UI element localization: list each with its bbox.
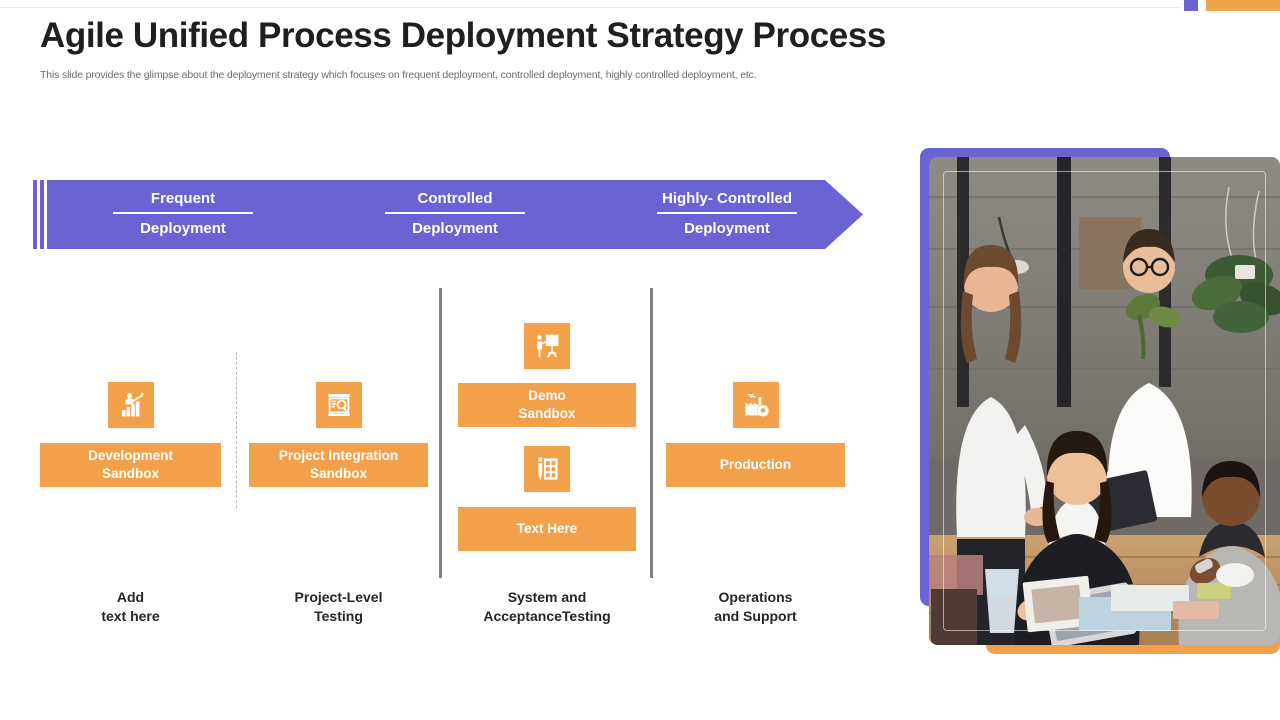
stage-footer-development-sandbox: Add text here xyxy=(40,588,221,626)
stage-bar-demo-sandbox[interactable]: Demo Sandbox xyxy=(458,383,636,427)
stage-bar-project-integration-sandbox[interactable]: Project Integration Sandbox xyxy=(249,443,428,487)
banner-segment-line1: Controlled xyxy=(417,189,493,207)
factory-gear-icon xyxy=(732,382,779,428)
presentation-board-icon xyxy=(524,323,570,369)
stage-footer-production: Operations and Support xyxy=(666,588,845,626)
column-divider-solid-right xyxy=(650,288,653,578)
stage-footer-line-2: text here xyxy=(101,608,160,624)
stage-demo-sandbox[interactable]: Demo Sandbox Text Here System and Accept… xyxy=(458,323,636,624)
stage-bar-line-2: Sandbox xyxy=(518,406,576,421)
person-bar-chart-icon xyxy=(107,382,154,428)
stage-bar-line-1: Demo xyxy=(528,388,566,403)
banner-segment-highly-controlled[interactable]: Highly- Controlled Deployment xyxy=(591,180,863,249)
purple-accent-square xyxy=(1184,0,1198,11)
stage-bar-line-1: Project Integration xyxy=(278,448,399,463)
photo-block xyxy=(920,148,1280,654)
top-accent-bar xyxy=(0,0,1280,11)
banner-segment-rule xyxy=(113,212,253,214)
banner-segment-line2: Deployment xyxy=(684,219,770,237)
column-divider-solid-left xyxy=(439,288,442,578)
page-title: Agile Unified Process Deployment Strateg… xyxy=(40,16,886,55)
stage-bar-line-1: Production xyxy=(719,457,792,472)
header-hairline xyxy=(0,7,1180,8)
banner-segment-line2: Deployment xyxy=(140,219,226,237)
stage-development-sandbox[interactable]: Development Sandbox Add text here xyxy=(40,382,221,624)
banner-segment-controlled[interactable]: Controlled Deployment xyxy=(319,180,591,249)
stage-production[interactable]: Production Operations and Support xyxy=(666,382,845,624)
deployment-strategy-banner: Frequent Deployment Controlled Deploymen… xyxy=(33,180,863,249)
banner-segment-line2: Deployment xyxy=(412,219,498,237)
stage-bar-line-2: Sandbox xyxy=(101,466,159,481)
page-subtitle: This slide provides the glimpse about th… xyxy=(40,69,757,81)
orange-accent-bar xyxy=(1206,0,1280,11)
stage-bar-development-sandbox[interactable]: Development Sandbox xyxy=(40,443,221,487)
stage-footer-demo-sandbox: System and AcceptanceTesting xyxy=(458,588,636,626)
stage-bar-line-1: Development xyxy=(88,448,173,463)
banner-edge-bar-2 xyxy=(40,180,44,249)
stage-bar-line-1: Text Here xyxy=(516,521,578,536)
banner-segment-line1: Frequent xyxy=(150,189,216,207)
stage-footer-line-2: and Support xyxy=(714,608,797,624)
stage-project-integration-sandbox[interactable]: Project Integration Sandbox Project-Leve… xyxy=(249,382,428,624)
stage-bar-text-here[interactable]: Text Here xyxy=(458,507,636,551)
stage-footer-line-1: Operations xyxy=(718,589,793,605)
document-search-icon xyxy=(315,382,362,428)
team-meeting-photo xyxy=(929,157,1280,645)
stage-footer-line-2: AcceptanceTesting xyxy=(483,608,611,624)
banner-arrow-body: Frequent Deployment Controlled Deploymen… xyxy=(47,180,863,249)
banner-segment-rule xyxy=(657,212,797,214)
stage-footer-line-1: Add xyxy=(116,589,145,605)
checklist-pen-icon xyxy=(524,446,570,492)
banner-segment-line1: Highly- Controlled xyxy=(662,189,792,207)
banner-segment-frequent[interactable]: Frequent Deployment xyxy=(47,180,319,249)
stage-footer-line-1: System and xyxy=(507,589,587,605)
stage-footer-line-1: Project-Level xyxy=(294,589,383,605)
banner-edge-bar-1 xyxy=(33,180,37,249)
column-divider-dashed xyxy=(236,352,237,508)
stage-footer-line-2: Testing xyxy=(314,608,363,624)
stage-bar-line-2: Sandbox xyxy=(309,466,367,481)
stage-footer-project-integration-sandbox: Project-Level Testing xyxy=(249,588,428,626)
banner-segment-rule xyxy=(385,212,525,214)
stage-bar-production[interactable]: Production xyxy=(666,443,845,487)
